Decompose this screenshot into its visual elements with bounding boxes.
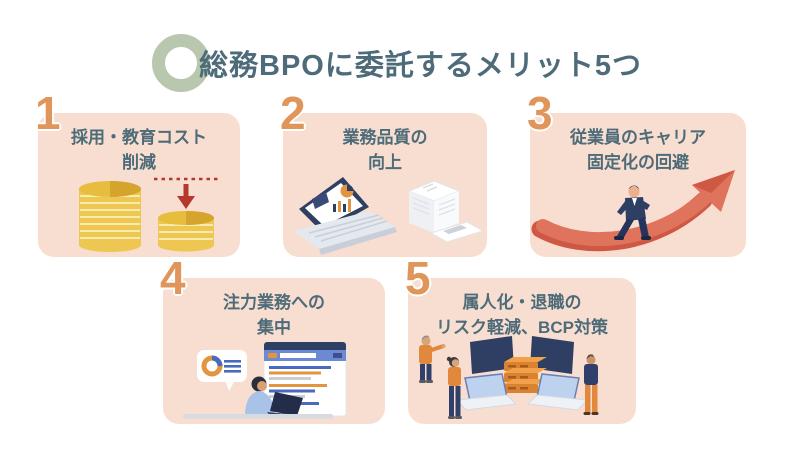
benefit-card-4: 4 注力業務への 集中 xyxy=(160,255,385,424)
card-title-line2: 集中 xyxy=(257,317,291,337)
card-number: 1 xyxy=(35,87,61,139)
card-title-line1: 注力業務への xyxy=(223,293,325,312)
document-stack xyxy=(407,180,461,233)
card-title: 属人化・退職の リスク軽減、BCP対策 xyxy=(408,278,636,340)
page-title: 総務BPOに委託するメリット5つ xyxy=(199,50,642,82)
focused-worker-browser-icon xyxy=(183,341,347,419)
card-title-line1: 業務品質の xyxy=(342,128,428,147)
worker xyxy=(245,376,275,414)
coin-stacks-decrease-icon xyxy=(79,177,220,252)
laptop-left xyxy=(455,373,518,411)
card-number: 3 xyxy=(527,87,553,139)
card-title: 注力業務への 集中 xyxy=(163,278,385,340)
benefit-card-1: 1 採用・教育コスト 削減 xyxy=(35,90,240,257)
person-left xyxy=(419,335,446,383)
benefit-card-3: 3 従業員のキャリア 固定化の回避 xyxy=(527,90,746,257)
laptop xyxy=(293,177,397,255)
card-title-line1: 属人化・退職の xyxy=(462,293,582,312)
card-title-line2: リスク軽減、BCP対策 xyxy=(436,317,608,337)
card-title-line1: 採用・教育コスト xyxy=(71,128,207,147)
server-stack xyxy=(504,357,547,393)
card-title: 業務品質の 向上 xyxy=(283,113,487,175)
tall-coin-stack xyxy=(79,181,141,252)
flat-document xyxy=(429,221,485,243)
businessman xyxy=(614,185,651,240)
card-title: 従業員のキャリア 固定化の回避 xyxy=(530,113,746,175)
card-title-line2: 削減 xyxy=(122,152,156,172)
laptop-right xyxy=(526,373,589,411)
person-woman xyxy=(446,356,462,419)
card-number: 5 xyxy=(405,252,431,304)
team-network-server-icon xyxy=(419,335,599,419)
card-number: 2 xyxy=(280,87,306,139)
card-title-line1: 従業員のキャリア xyxy=(570,128,706,147)
card-number: 4 xyxy=(160,252,186,304)
speech-bubble xyxy=(197,350,247,391)
card-title-line2: 固定化の回避 xyxy=(587,152,689,172)
card-title-line2: 向上 xyxy=(368,152,402,172)
person-right xyxy=(583,354,599,415)
decrease-arrow-icon xyxy=(177,184,195,209)
laptop-charts-documents-icon xyxy=(293,177,485,255)
desk xyxy=(183,414,333,419)
short-coin-stack xyxy=(158,211,214,252)
card-title: 採用・教育コスト 削減 xyxy=(38,113,240,175)
businessman-rising-arrow-icon xyxy=(531,170,735,252)
benefit-card-2: 2 業務品質の 向上 xyxy=(280,90,487,257)
benefit-card-5: 5 属人化・退職の リスク軽減、BCP対策 xyxy=(405,255,636,424)
